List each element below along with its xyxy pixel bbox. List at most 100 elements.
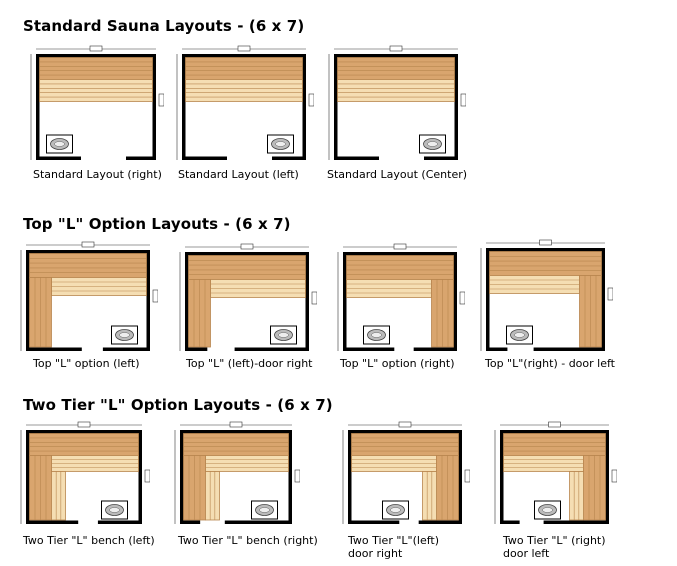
wall-left: [500, 430, 504, 524]
wall-right: [138, 430, 142, 524]
wall-bottom: [424, 156, 458, 160]
light-fixture-icon: [308, 93, 314, 107]
light-fixture-icon: [464, 469, 470, 483]
upper-bench: [489, 251, 602, 276]
wall-top: [36, 54, 156, 58]
wall-right: [453, 252, 457, 351]
l-lower-bench: [569, 471, 584, 521]
wall-left: [334, 54, 338, 160]
dimension-label-box: [393, 243, 407, 250]
wall-bottom: [348, 520, 400, 524]
wall-bottom: [102, 347, 150, 351]
wall-bottom: [500, 520, 520, 524]
wall-left: [343, 252, 347, 351]
wall-right: [288, 430, 292, 524]
floor-plan-two-tier-l-right-door-left: [494, 421, 617, 524]
floor-plan-two-tier-l-right: [174, 421, 300, 524]
caption-top-l-left-door-right: Top "L" (left)-door right: [186, 357, 313, 370]
wall-bottom: [224, 520, 292, 524]
upper-bench: [337, 57, 455, 80]
wall-top: [486, 248, 605, 252]
upper-bench: [188, 255, 306, 280]
upper-bench: [346, 255, 454, 280]
l-lower-bench: [205, 471, 220, 521]
floor-plan-top-l-right-door-left: [480, 239, 613, 351]
wall-top: [500, 430, 609, 434]
caption-two-tier-l-left-door-right: Two Tier "L"(left) door right: [348, 534, 439, 560]
wall-bottom: [418, 520, 462, 524]
dimension-label-box: [539, 239, 552, 246]
light-fixture-icon: [144, 469, 150, 483]
wall-bottom: [543, 520, 609, 524]
floor-plan-standard-center: [328, 45, 466, 160]
wall-left: [26, 430, 30, 524]
floor-plan-standard-right: [30, 45, 164, 160]
caption-two-tier-l-right: Two Tier "L" bench (right): [178, 534, 318, 547]
wall-right: [458, 430, 462, 524]
wall-bottom: [126, 156, 156, 160]
wall-top: [343, 252, 457, 256]
caption-standard-left: Standard Layout (left): [178, 168, 299, 181]
wall-right: [605, 430, 609, 524]
wall-right: [302, 54, 306, 160]
dimension-label-box: [237, 45, 251, 52]
wall-left: [348, 430, 352, 524]
wall-bottom: [234, 347, 309, 351]
light-fixture-icon: [158, 93, 164, 107]
wall-left: [182, 54, 186, 160]
wall-bottom: [272, 156, 306, 160]
dimension-label-box: [89, 45, 103, 52]
upper-bench: [503, 433, 606, 456]
wall-bottom: [343, 347, 395, 351]
wall-bottom: [97, 520, 142, 524]
wall-right: [152, 54, 156, 160]
wall-top: [180, 430, 292, 434]
dimension-label-box: [389, 45, 403, 52]
l-lower-bench: [422, 471, 437, 521]
light-fixture-icon: [459, 291, 465, 305]
dimension-label-box: [398, 421, 412, 428]
floor-plan-top-l-right: [337, 243, 465, 351]
upper-bench: [185, 57, 303, 80]
upper-bench: [29, 253, 147, 278]
caption-top-l-left: Top "L" option (left): [33, 357, 140, 370]
wall-bottom: [26, 347, 82, 351]
wall-right: [305, 252, 309, 351]
wall-left: [486, 248, 490, 351]
wall-top: [348, 430, 462, 434]
section-title-two-tier-l: Two Tier "L" Option Layouts - (6 x 7): [23, 396, 333, 414]
wall-bottom: [486, 347, 508, 351]
wall-bottom: [26, 520, 79, 524]
l-lower-bench: [51, 471, 66, 521]
wall-bottom: [185, 347, 208, 351]
wall-left: [36, 54, 40, 160]
wall-bottom: [413, 347, 457, 351]
wall-top: [185, 252, 309, 256]
light-fixture-icon: [460, 93, 466, 107]
wall-left: [26, 250, 30, 351]
floor-plan-standard-left: [176, 45, 314, 160]
wall-top: [26, 430, 142, 434]
floor-plan-two-tier-l-left-door-right: [342, 421, 470, 524]
wall-bottom: [36, 156, 81, 160]
light-fixture-icon: [607, 287, 613, 301]
wall-top: [334, 54, 458, 58]
floor-plan-two-tier-l-left: [20, 421, 150, 524]
light-fixture-icon: [152, 289, 158, 303]
wall-top: [182, 54, 306, 58]
caption-top-l-right: Top "L" option (right): [340, 357, 455, 370]
dimension-label-box: [548, 421, 561, 428]
section-title-standard: Standard Sauna Layouts - (6 x 7): [23, 17, 305, 35]
wall-bottom: [334, 156, 379, 160]
lower-bench: [39, 79, 153, 102]
floor-plan-top-l-left-door-right: [179, 243, 317, 351]
wall-bottom: [533, 347, 605, 351]
upper-bench: [351, 433, 459, 456]
caption-two-tier-l-right-door-left: Two Tier "L" (right) door left: [503, 534, 606, 560]
light-fixture-icon: [294, 469, 300, 483]
upper-bench: [183, 433, 289, 456]
section-title-top-l: Top "L" Option Layouts - (6 x 7): [23, 215, 291, 233]
dimension-label-box: [77, 421, 91, 428]
dimension-label-box: [81, 241, 95, 248]
caption-two-tier-l-left: Two Tier "L" bench (left): [23, 534, 155, 547]
